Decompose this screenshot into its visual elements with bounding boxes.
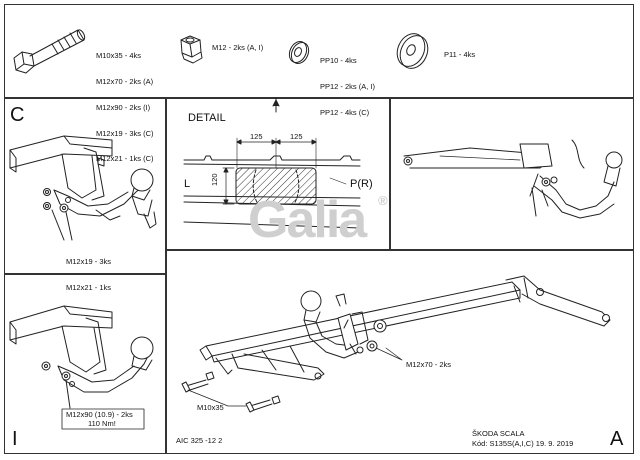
panel-side-view [390, 98, 634, 250]
panel-i-bolt-label: M12x90 (10.9) - 2ks [66, 410, 133, 419]
m10x35-callout: M10x35 [197, 403, 224, 412]
vehicle-name: ŠKODA SCALA [472, 429, 525, 438]
panel-a [166, 250, 634, 454]
nut-label: M12 - 2ks (A, I) [212, 43, 264, 52]
washer-list-label: PP10 - 4ks PP12 - 2ks (A, I) PP12 - 4ks … [320, 56, 376, 117]
label-left-side: L [184, 178, 191, 190]
panel-c-letter: C [10, 104, 25, 126]
dim-height: 120 [210, 173, 219, 186]
panel-a-letter: A [610, 428, 624, 450]
large-washer-icon [396, 33, 429, 69]
hex-nut-icon [180, 35, 203, 64]
hitch-i-drawing [9, 305, 154, 409]
dim-right: 125 [290, 132, 303, 141]
detail-drawing [183, 97, 361, 229]
document-code: AIC 325 -12 2 [176, 436, 223, 445]
panel-i-torque: 110 Nm! [88, 419, 116, 428]
parts-strip [4, 4, 634, 98]
label-right-side: P(R) [350, 178, 373, 190]
panel-i-letter: I [12, 428, 18, 450]
panel-detail [166, 98, 390, 250]
panel-c-bolt-label: M12x19 - 3ks M12x21 - 1ks [66, 257, 112, 292]
dim-left: 125 [250, 132, 263, 141]
detail-title: DETAIL [188, 112, 226, 124]
code-and-date: Kód: S135S(A,I,C) 19. 9. 2019 [472, 439, 574, 448]
brand-watermark: Galia [248, 191, 367, 249]
large-washer-label: P11 - 4ks [444, 50, 476, 59]
m12x70-callout: M12x70 - 2ks [406, 360, 452, 369]
bolt-list-label: M10x35 - 4ks M12x70 - 2ks (A) M12x90 - 2… [96, 51, 154, 164]
small-washer-icon [288, 40, 310, 65]
hex-bolt-icon [13, 29, 86, 74]
towbar-assembly-drawing [181, 275, 611, 413]
torque-box [61, 408, 145, 430]
panel-c [4, 98, 166, 274]
panel-i [4, 274, 166, 454]
registered-mark: ® [378, 193, 388, 208]
side-view-drawing [403, 139, 623, 219]
hitch-c-drawing [9, 135, 157, 241]
